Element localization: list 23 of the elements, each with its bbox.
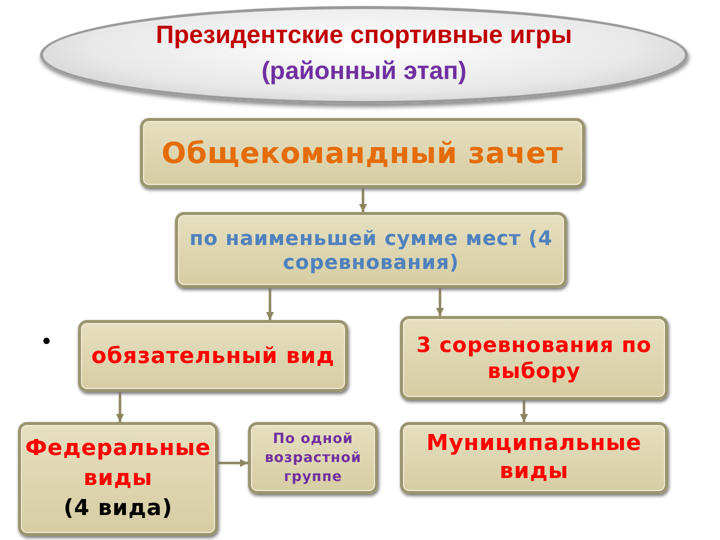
arrow	[116, 392, 124, 422]
arrow	[359, 188, 367, 212]
box-text: 3 соревнования по выбору	[415, 332, 653, 384]
process-box	[400, 316, 668, 400]
process-box	[78, 320, 348, 392]
process-box	[140, 118, 585, 188]
process-box	[400, 422, 668, 494]
arrow	[436, 288, 444, 316]
box-text: Общекомандный зачет	[162, 136, 564, 170]
box-text: По одной возрастной группе	[264, 430, 362, 486]
arrow	[520, 400, 528, 422]
box-text: по наименьшей сумме мест (4 соревнования)	[188, 226, 554, 274]
box-text: обязательный вид	[91, 342, 335, 370]
process-box	[248, 422, 378, 494]
title-text: Президентские спортивные игры (районный этап)	[154, 20, 574, 87]
arrow	[218, 459, 248, 467]
bullet-mark: •	[40, 330, 53, 355]
box-text: Федеральные виды	[24, 435, 212, 493]
arrow	[266, 288, 274, 320]
box-text: Муниципальные виды	[425, 430, 643, 486]
box-text: (4 вида)	[63, 495, 173, 523]
process-box	[175, 212, 567, 288]
process-box	[18, 422, 218, 536]
